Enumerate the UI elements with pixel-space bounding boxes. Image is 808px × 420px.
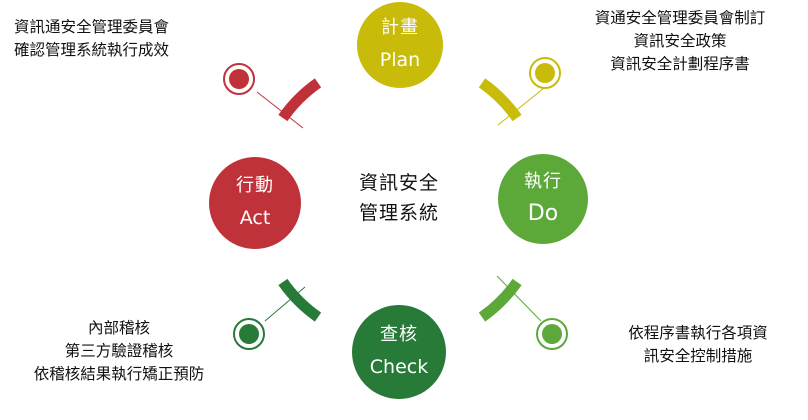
plan-note-line: 資訊安全計劃程序書	[610, 55, 750, 73]
plan-note: 資通安全管理委員會制訂 資訊安全政策 資訊安全計劃程序書	[575, 7, 785, 76]
act-bullet-inner	[229, 69, 249, 89]
check-bullet-dot	[233, 318, 265, 350]
do-node: 執行 Do	[498, 154, 588, 244]
arc-do-to-check	[478, 278, 522, 322]
plan-note-line: 資通安全管理委員會制訂	[594, 9, 766, 27]
connector-act	[256, 91, 304, 129]
check-label-zh: 查核	[380, 324, 418, 345]
do-bullet-inner	[542, 324, 562, 344]
do-note: 依程序書執行各項資 訊安全控制措施	[603, 322, 793, 368]
arc-act-to-plan	[278, 78, 322, 122]
arc-plan-to-do	[478, 78, 522, 122]
act-note: 資訊通安全管理委員會 確認管理系統執行成效	[14, 16, 169, 62]
act-bullet-dot	[223, 63, 255, 95]
act-label-zh: 行動	[236, 175, 274, 196]
arc-check-to-act	[278, 278, 322, 322]
act-note-line: 確認管理系統執行成效	[14, 41, 170, 59]
act-label-en: Act	[239, 207, 271, 229]
plan-note-line: 資訊安全政策	[633, 32, 727, 50]
plan-label-zh: 計畫	[381, 17, 419, 38]
plan-node: 計畫 Plan	[357, 2, 443, 88]
check-label-en: Check	[369, 356, 429, 378]
do-note-line: 依程序書執行各項資	[628, 324, 768, 342]
center-title-line2: 管理系統	[358, 202, 439, 224]
check-note-line: 第三方驗證稽核	[64, 342, 174, 360]
connector-plan	[497, 87, 545, 126]
check-bullet-inner	[239, 324, 259, 344]
do-label-en: Do	[527, 201, 559, 226]
plan-bullet-inner	[535, 63, 555, 83]
check-note-line: 依稽核結果執行矯正預防	[33, 365, 205, 383]
do-note-line: 訊安全控制措施	[643, 347, 753, 365]
do-label-zh: 執行	[524, 171, 562, 192]
check-note-line: 內部稽核	[87, 319, 150, 337]
check-node: 查核 Check	[352, 305, 446, 399]
connector-do	[496, 275, 542, 322]
plan-label-en: Plan	[379, 49, 421, 71]
do-bullet-dot	[536, 318, 568, 350]
plan-bullet-dot	[529, 57, 561, 89]
center-title: 資訊安全 管理系統	[339, 168, 459, 228]
act-node: 行動 Act	[209, 157, 301, 249]
check-note: 內部稽核 第三方驗證稽核 依稽核結果執行矯正預防	[14, 317, 224, 386]
connector-check	[264, 286, 306, 322]
center-title-line1: 資訊安全	[358, 172, 439, 194]
act-note-line: 資訊通安全管理委員會	[14, 18, 170, 36]
